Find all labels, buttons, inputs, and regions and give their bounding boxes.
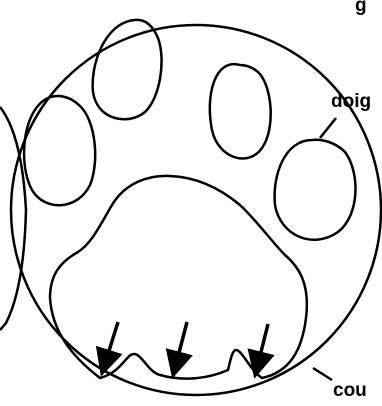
arrow-notch-left [103, 322, 118, 370]
toe-top [93, 20, 162, 119]
label-top: g [355, 0, 367, 15]
arrow-notch-right [256, 324, 268, 372]
adjacent-circle-edge [0, 107, 26, 330]
label-bottom: cou [333, 381, 367, 400]
toe-left [24, 96, 95, 205]
label-finger: doig [331, 92, 371, 111]
leader-cou [313, 368, 332, 380]
toe-right-top [210, 64, 271, 158]
leader-doigt [320, 118, 336, 138]
outer-circle [11, 25, 381, 395]
toe-right [275, 140, 356, 240]
arrow-notch-middle [174, 322, 187, 372]
